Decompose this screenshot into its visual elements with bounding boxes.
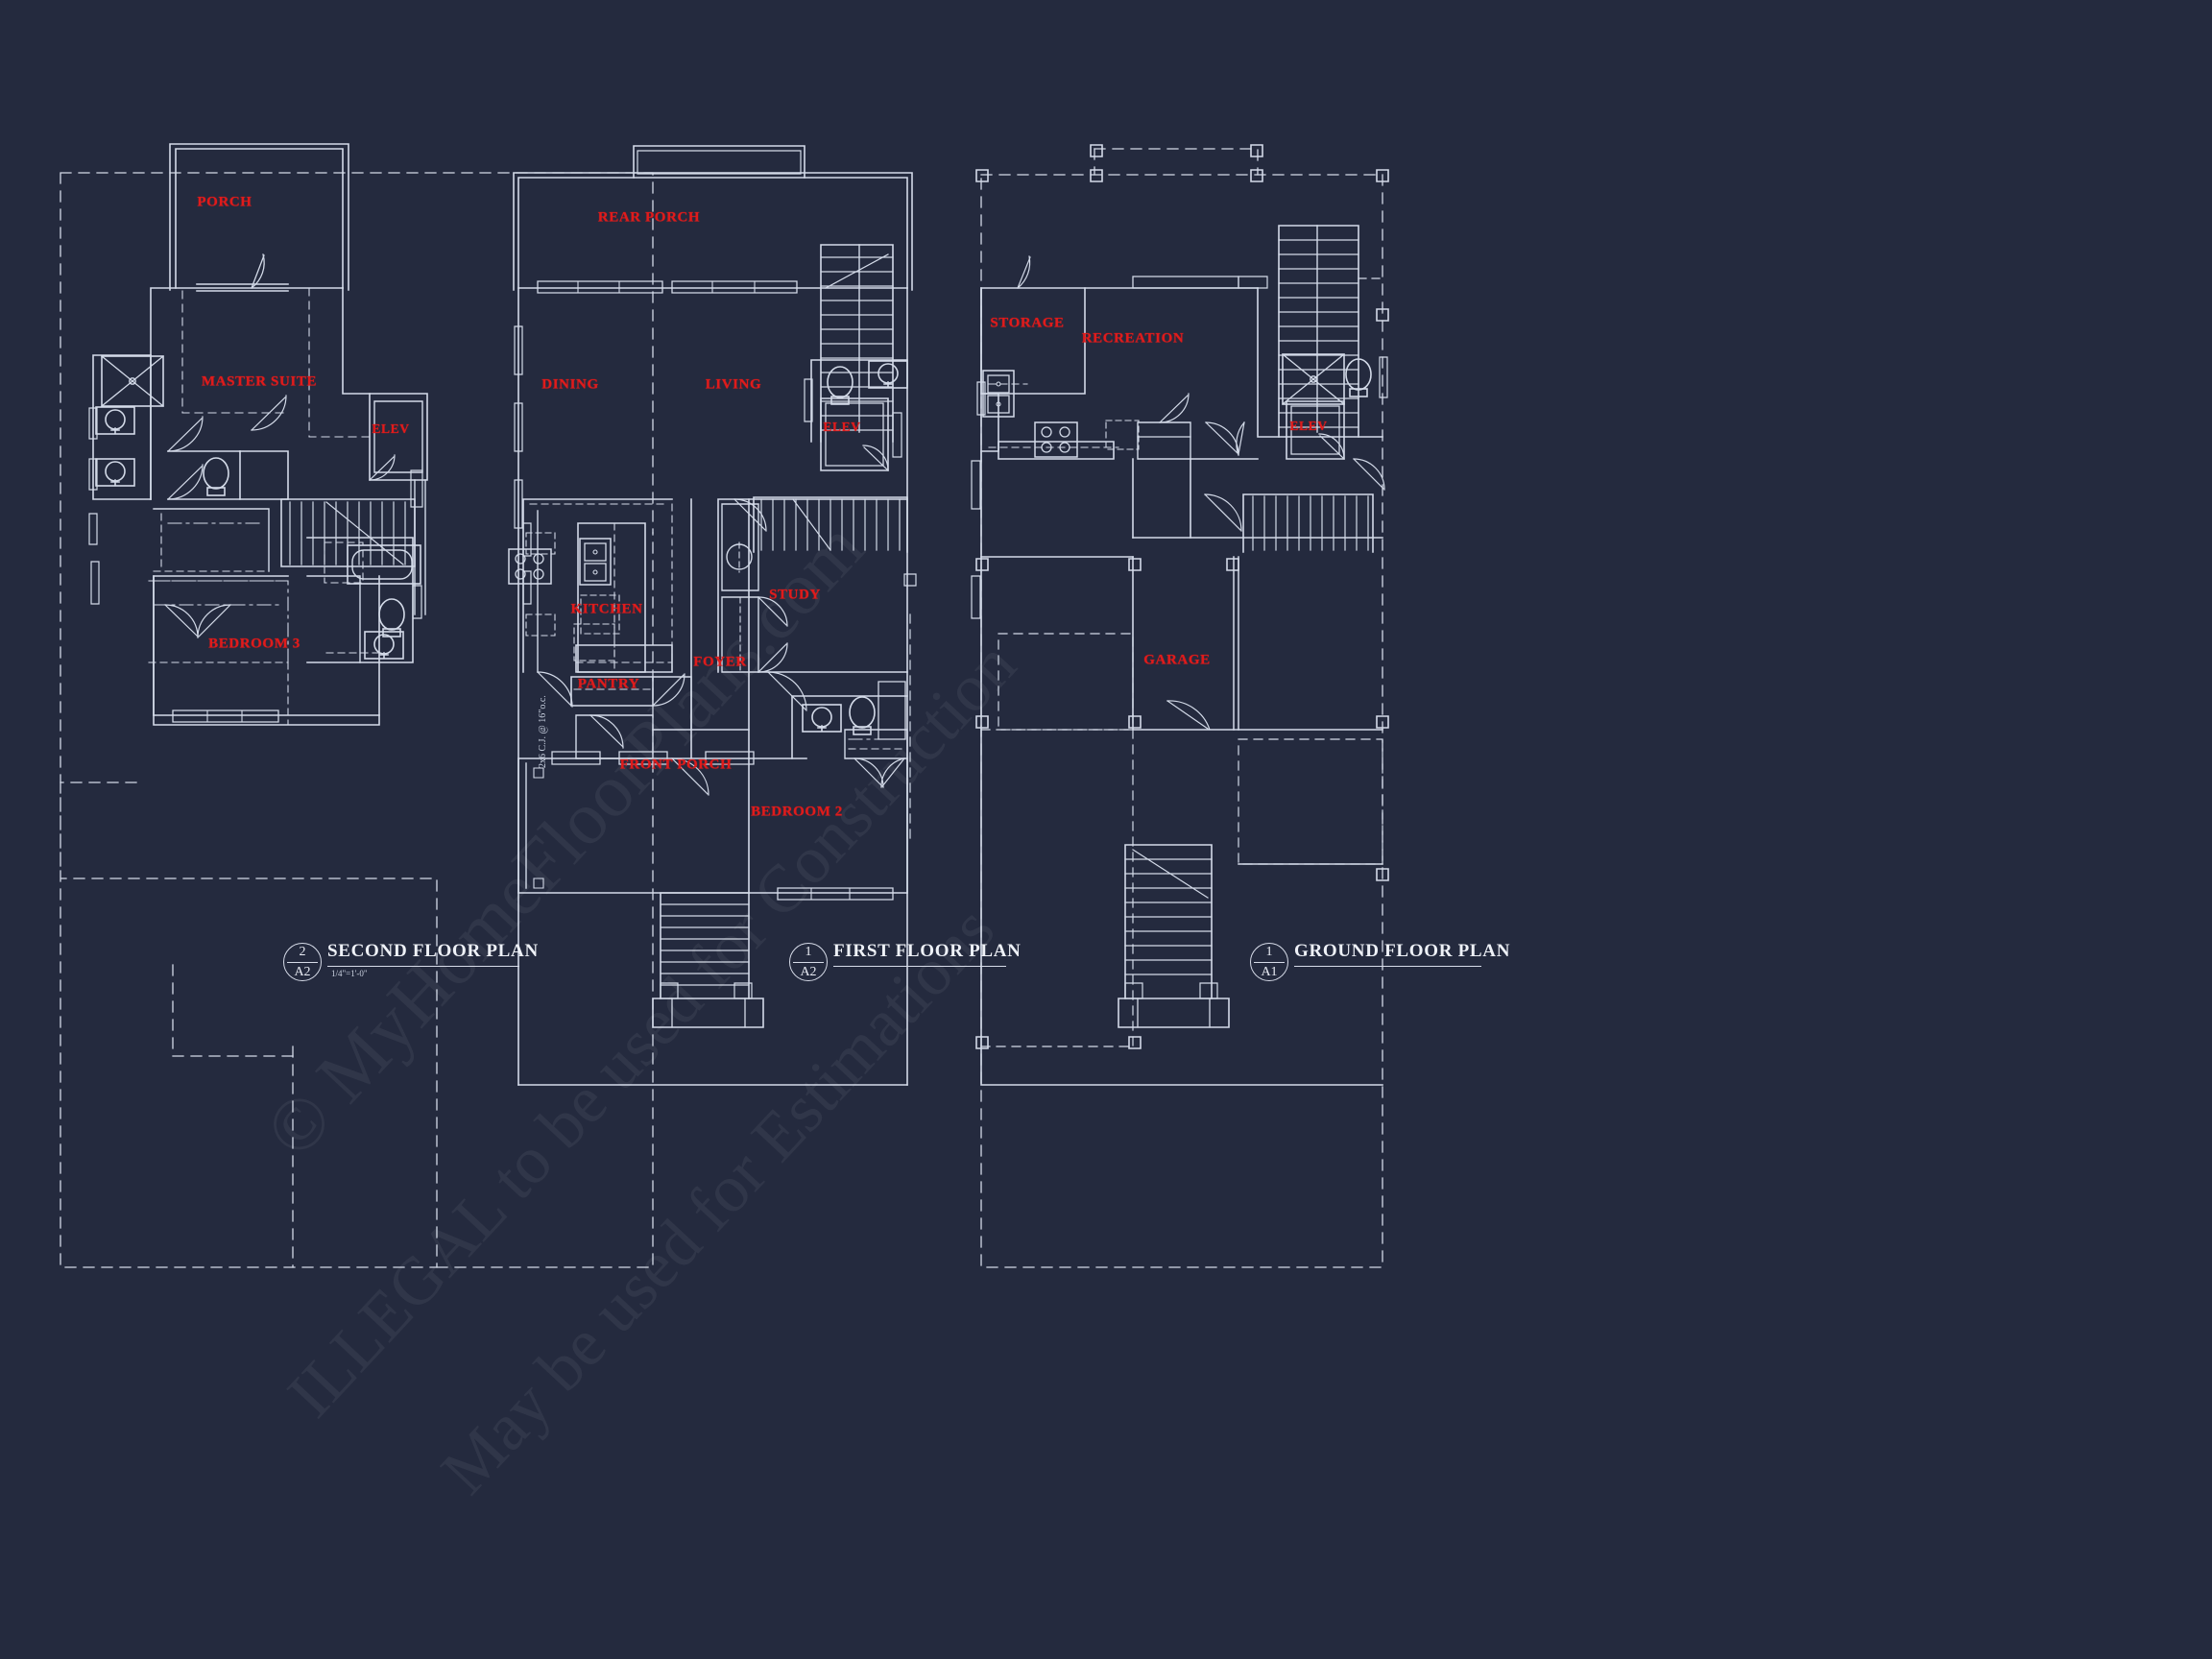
plan-title-ground-floor: GROUND FLOOR PLAN xyxy=(1294,941,1511,961)
annotation-ceiling-joist: 2x6 C.J. @ 16"o.c. xyxy=(538,695,548,768)
sheet-number: A2 xyxy=(800,965,817,979)
room-label-living: LIVING xyxy=(705,376,762,393)
detail-number: 1 xyxy=(805,945,812,959)
room-label-kitchen: KITCHEN xyxy=(570,601,643,617)
sheet-number: A2 xyxy=(294,965,311,979)
room-label-elev-ground: ELEV xyxy=(1289,419,1328,433)
plan-scale-second-floor: 1/4"=1'-0" xyxy=(331,969,368,978)
room-label-foyer: FOYER xyxy=(693,654,747,670)
room-label-recreation: RECREATION xyxy=(1081,330,1185,347)
detail-marker-second-floor: 2 A2 xyxy=(283,943,322,981)
detail-marker-first-floor: 1 A2 xyxy=(789,943,828,981)
room-label-elev-first: ELEV xyxy=(823,420,861,434)
detail-marker-ground-floor: 1 A1 xyxy=(1250,943,1288,981)
title-underline xyxy=(1294,966,1481,968)
title-underline xyxy=(327,966,519,968)
detail-marker-divider xyxy=(793,962,824,964)
sheet-number: A1 xyxy=(1261,965,1278,979)
plan-title-second-floor: SECOND FLOOR PLAN xyxy=(327,941,539,961)
room-label-bedroom-3: BEDROOM 3 xyxy=(208,636,301,652)
title-underline xyxy=(833,966,1006,968)
detail-marker-divider xyxy=(287,962,318,964)
detail-marker-divider xyxy=(1254,962,1285,964)
detail-number: 1 xyxy=(1265,945,1273,959)
room-label-front-porch: FRONT PORCH xyxy=(619,757,733,773)
room-label-rear-porch: REAR PORCH xyxy=(597,209,701,226)
room-label-storage: STORAGE xyxy=(990,315,1065,331)
room-label-bedroom-2: BEDROOM 2 xyxy=(751,804,843,820)
room-label-master-suite: MASTER SUITE xyxy=(201,373,318,390)
room-label-porch: PORCH xyxy=(197,194,252,210)
room-label-elev-second: ELEV xyxy=(372,421,410,436)
watermark-text: © MyHomeFloorPlans.com ILLEGAL to be use… xyxy=(249,505,1030,1508)
room-label-garage: GARAGE xyxy=(1143,652,1211,668)
room-label-dining: DINING xyxy=(541,376,599,393)
plan-title-first-floor: FIRST FLOOR PLAN xyxy=(833,941,1022,961)
room-label-pantry: PANTRY xyxy=(577,676,640,692)
detail-number: 2 xyxy=(299,945,306,959)
room-label-study: STUDY xyxy=(769,587,821,603)
